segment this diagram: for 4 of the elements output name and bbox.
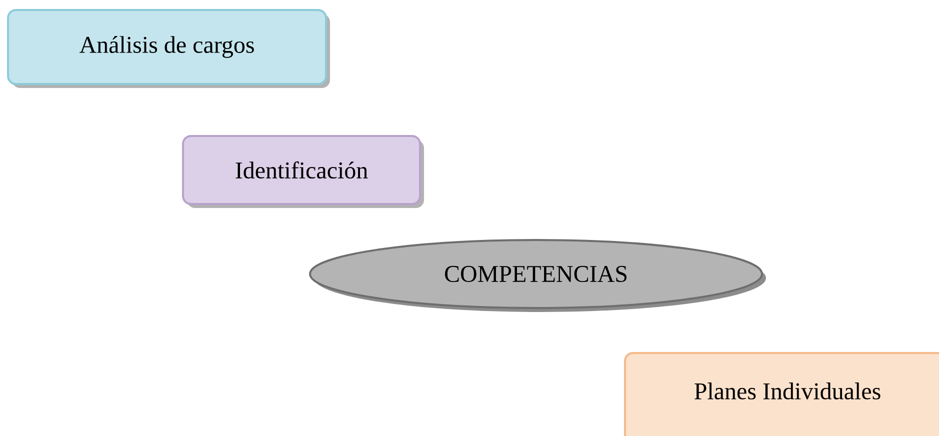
process-box: Identificación <box>182 135 424 208</box>
process-box: Análisis de cargos <box>7 9 330 88</box>
process-box: Planes Individuales <box>624 352 939 436</box>
ellipse-node: COMPETENCIAS <box>309 239 766 312</box>
